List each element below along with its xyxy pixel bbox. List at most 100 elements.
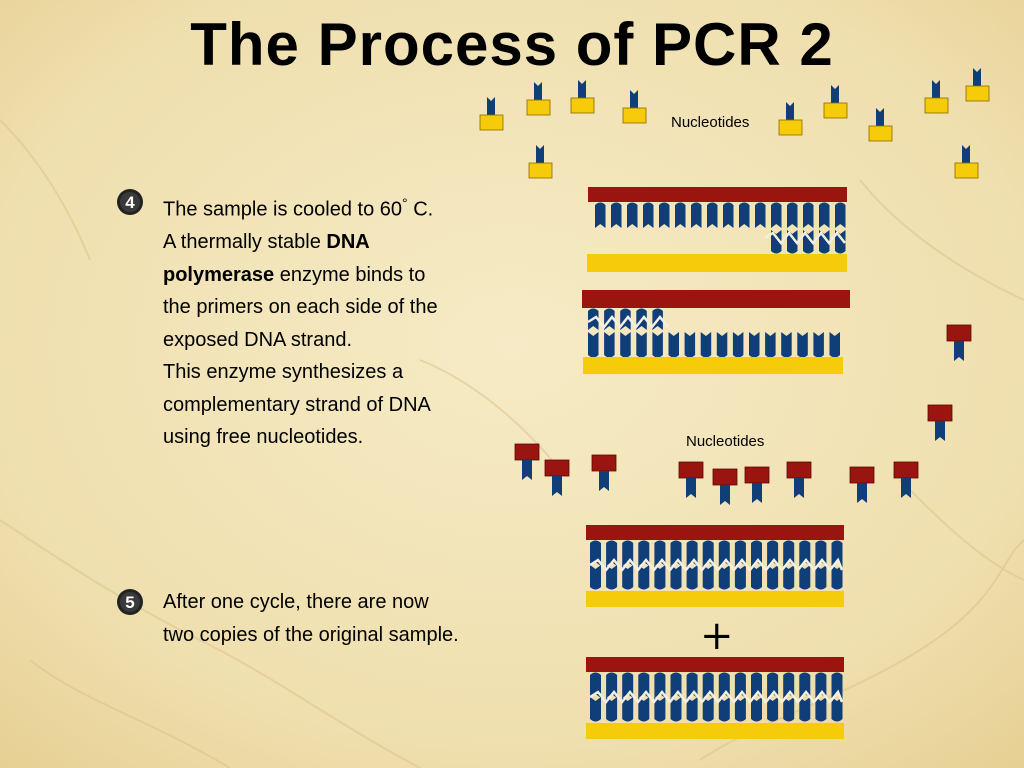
base — [590, 565, 601, 590]
nucleotide-base — [876, 108, 884, 128]
base — [620, 332, 631, 358]
nucleotide-base — [857, 483, 867, 503]
base — [718, 697, 730, 722]
nucleotide-sugar — [622, 107, 647, 124]
free-nucleotide-yellow — [924, 80, 949, 114]
base — [815, 540, 827, 566]
nucleotide-sugar — [514, 443, 540, 461]
step-4-line-1b: C. — [407, 198, 434, 221]
free-nucleotide-red — [946, 324, 972, 361]
base — [686, 697, 698, 722]
step-4-line-1a: The sample is cooled to 60 — [163, 198, 403, 221]
base — [723, 202, 734, 228]
step-4-line-6: This enzyme synthesizes a — [163, 361, 404, 384]
strand-red — [586, 525, 844, 540]
strand-yellow — [586, 723, 844, 739]
free-nucleotide-yellow — [526, 82, 551, 116]
strand-red — [586, 657, 844, 672]
free-nucleotide-red — [544, 459, 570, 496]
free-nucleotide-yellow — [823, 85, 848, 119]
base — [652, 332, 663, 358]
base — [831, 672, 843, 698]
base — [716, 332, 728, 358]
hydrogen-bond-line — [764, 230, 846, 246]
base — [767, 672, 779, 698]
dna-bold: DNA — [326, 231, 370, 254]
base — [702, 565, 714, 590]
base — [611, 202, 622, 228]
base — [831, 565, 843, 590]
dna-strand-b — [582, 290, 850, 374]
nucleotide-base — [536, 145, 544, 165]
degree-symbol: ° — [402, 195, 408, 211]
base — [767, 697, 779, 722]
base — [604, 332, 615, 358]
base — [783, 540, 795, 566]
nucleotide-sugar — [849, 466, 875, 484]
base — [684, 332, 696, 358]
base — [799, 697, 811, 722]
nucleotide-base — [935, 421, 945, 441]
base — [783, 565, 795, 590]
base — [622, 565, 634, 590]
svg-text:5: 5 — [125, 593, 134, 612]
hydrogen-bond-line — [587, 314, 669, 330]
free-nucleotide-yellow — [868, 108, 893, 142]
base — [590, 697, 601, 722]
hydrogen-bond-line — [589, 557, 844, 573]
svg-text:4: 4 — [125, 193, 135, 212]
free-nucleotide-red — [591, 454, 617, 491]
base — [815, 697, 827, 722]
nucleotide-base — [831, 85, 839, 105]
plus-sign: + — [700, 613, 734, 659]
free-nucleotide-yellow — [622, 90, 647, 124]
step-4-line-2a: A thermally stable — [163, 231, 327, 254]
nucleotide-base — [487, 97, 495, 117]
base — [771, 230, 782, 254]
base — [783, 697, 795, 722]
base — [734, 565, 746, 590]
base — [749, 332, 760, 358]
slide-title: The Process of PCR 2 — [190, 11, 834, 78]
base — [803, 230, 814, 254]
base — [691, 202, 702, 228]
base — [787, 230, 798, 254]
base — [636, 332, 647, 358]
base — [643, 202, 654, 228]
dna-copy-2 — [586, 657, 844, 739]
nucleotide-sugar — [965, 85, 990, 102]
nucleotide-sugar — [927, 404, 953, 422]
step-5-number-badge: 5 — [117, 589, 143, 615]
base — [732, 332, 744, 358]
base — [767, 540, 779, 566]
base — [654, 697, 666, 722]
base — [771, 202, 782, 228]
step-4-line-8: using free nucleotides. — [163, 426, 364, 449]
nucleotide-base — [973, 68, 981, 88]
step-4-line-3b: enzyme binds to — [274, 263, 426, 286]
base — [751, 697, 762, 722]
base — [702, 697, 714, 722]
nucleotide-sugar — [528, 162, 553, 179]
base — [815, 672, 827, 698]
base — [781, 332, 792, 358]
base — [606, 697, 618, 722]
base — [819, 230, 830, 254]
free-nucleotide-yellow — [954, 145, 979, 179]
base — [654, 565, 666, 590]
base — [767, 565, 779, 590]
free-nucleotide-yellow — [570, 80, 595, 114]
free-nucleotide-red — [678, 461, 704, 498]
nucleotide-sugar — [786, 461, 812, 479]
base — [739, 202, 750, 228]
base — [707, 202, 718, 228]
base — [803, 202, 814, 228]
free-nucleotide-red — [927, 404, 953, 441]
base — [815, 565, 827, 590]
nucleotide-base — [522, 460, 532, 480]
free-nucleotide-red — [786, 461, 812, 498]
free-nucleotide-red — [744, 466, 770, 503]
nucleotide-sugar — [924, 97, 949, 114]
nucleotide-base — [962, 145, 970, 165]
